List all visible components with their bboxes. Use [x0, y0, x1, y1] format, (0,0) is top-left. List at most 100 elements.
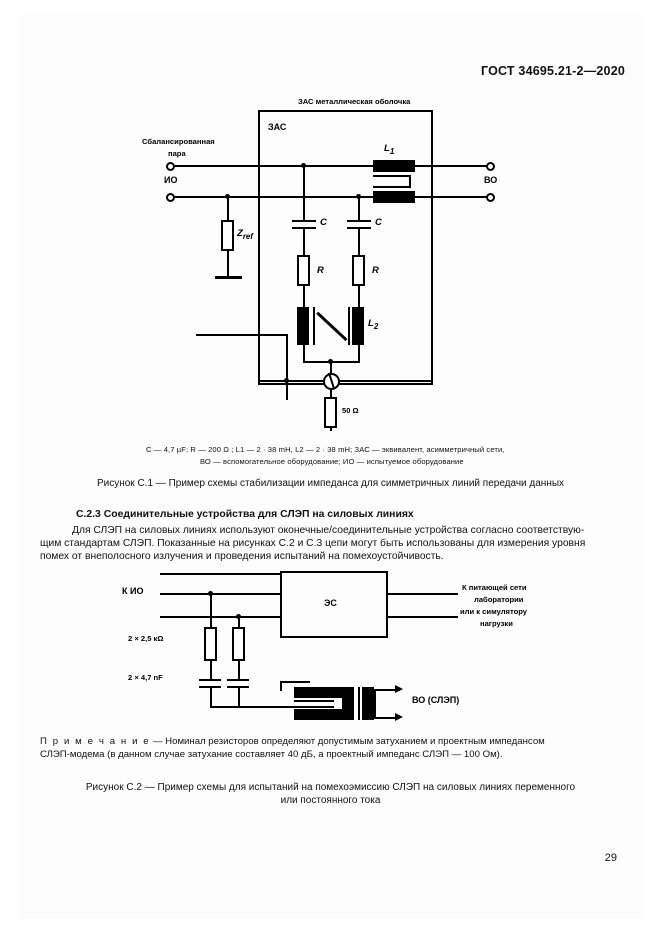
- wire-ground-stem-left: [286, 380, 288, 400]
- mains-label-line4: нагрузки: [480, 619, 513, 628]
- note-line1: — Номинал резисторов определяют допустим…: [150, 736, 545, 747]
- capacitor-values-label: 2 × 4,7 nF: [128, 673, 163, 682]
- mains-label-line2: лаборатории: [474, 595, 524, 604]
- ase-inner-label: ЗАС: [268, 122, 287, 132]
- wire-right-line-bottom: [388, 616, 458, 618]
- inductor-l1-top-core: [373, 160, 415, 172]
- figure-c1-legend-line1: C — 4,7 µF; R — 200 Ω ; L1 — 2 · 38 mH, …: [146, 445, 505, 454]
- wire-cap-right-below: [358, 227, 360, 255]
- inductor-l1-label-sub: 1: [389, 146, 395, 156]
- coupling-left-riser: [280, 681, 282, 691]
- coupling-left-arm: [280, 681, 310, 683]
- transformer-gap-line: [358, 687, 360, 720]
- wire-rc-left-bottom: [210, 686, 212, 708]
- wire-left-line-mid: [160, 593, 282, 595]
- wire-cap-left-below: [303, 227, 305, 255]
- zref-label-sub: ref: [242, 231, 253, 241]
- coupling-winding-bottom: [294, 706, 334, 708]
- balanced-pair-label-line1: Сбалансированная: [142, 137, 215, 146]
- transformer-core-right: [362, 687, 374, 720]
- resistor-left: [297, 255, 310, 286]
- wire-coupling-rail: [210, 706, 294, 708]
- es-box-label: ЭС: [324, 598, 337, 608]
- zref-label-text: Z: [237, 228, 243, 239]
- eut-left-label: ИО: [164, 175, 178, 185]
- mains-label-line3: или к симулятору: [460, 607, 527, 616]
- inductor-l2-label: L2: [368, 318, 378, 331]
- zref-label: Zref: [237, 228, 253, 241]
- resistor-right-label: R: [372, 265, 379, 276]
- inductor-l1-coupling-bottom: [373, 186, 411, 188]
- inductor-l2-label-sub: 2: [373, 321, 379, 331]
- wire-plc-out-link: [374, 689, 376, 719]
- figure-c2-note: П р и м е ч а н и е — Номинал резисторов…: [40, 736, 622, 748]
- wire-tap-right-vertical: [358, 196, 360, 220]
- shield-enclosure-box: [258, 110, 433, 385]
- wire-res-left-below: [303, 286, 305, 307]
- figure-c1-legend-line2: ВО — вспомогательное оборудование; ИО — …: [200, 457, 464, 466]
- page-number: 29: [604, 852, 617, 864]
- wire-rc-left-drop: [210, 593, 212, 627]
- to-eut-label: К ИО: [122, 586, 144, 596]
- coupling-core-top: [294, 687, 342, 698]
- capacitor-right-plate-top: [347, 220, 371, 222]
- wire-ground-stem-left-riser: [286, 334, 288, 381]
- shield-enclosure-label: ЗАС металлическая оболочка: [298, 97, 411, 106]
- aux-right-label: ВО: [484, 175, 498, 185]
- figure-c1-caption: Рисунок С.1 — Пример схемы стабилизации …: [96, 478, 565, 489]
- inductor-l2-right-core: [352, 307, 364, 345]
- transformer-core-left: [342, 687, 354, 720]
- inductor-l2-winding-left: [313, 307, 315, 345]
- page-content-area: ГОСТ 34695.21-2—2020 ЗАС металлическая о…: [18, 14, 643, 919]
- mains-label-line1: К питающей сети: [462, 583, 527, 592]
- wire-zref-bottom: [227, 251, 229, 277]
- figure-c2-note-line2: СЛЭП-модема (в данном случае затухание с…: [40, 749, 503, 760]
- inductor-l2-winding-right: [348, 307, 350, 345]
- resistor-50ohm: [324, 397, 337, 428]
- terminal-eut-top: [166, 162, 175, 171]
- capacitor-left-label: C: [320, 217, 327, 228]
- wire-top-right: [415, 165, 488, 167]
- wire-res-right-below: [358, 286, 360, 307]
- wire-ground-stem-left-arm: [196, 334, 288, 336]
- wire-tap-left-vertical: [303, 165, 305, 220]
- figure-c1-schematic: ЗАС металлическая оболочка ЗАС Сбалансир…: [18, 84, 643, 431]
- note-label: П р и м е ч а н и е: [40, 736, 151, 747]
- terminal-eut-bottom: [166, 193, 175, 202]
- wire-enclosure-bottom-rail: [258, 380, 324, 382]
- capacitor-right-label: C: [375, 217, 382, 228]
- wire-rc-right-bottom: [238, 686, 240, 708]
- document-header-standard-number: ГОСТ 34695.21-2—2020: [480, 64, 625, 78]
- section-heading-c23: C.2.3 Соединительные устройства для СЛЭП…: [76, 509, 414, 520]
- arrow-plc-out-bottom: [395, 713, 403, 721]
- inductor-l2-left-core: [297, 307, 309, 345]
- wire-50ohm-top: [330, 389, 332, 397]
- wire-l2-left-down: [303, 345, 305, 363]
- capacitor-left-plate-top: [292, 220, 316, 222]
- wire-plc-out-top: [374, 689, 396, 691]
- wire-right-line-top: [388, 593, 458, 595]
- balanced-pair-label-line2: пара: [168, 149, 186, 158]
- inductor-l1-coupling-top: [373, 175, 411, 177]
- wire-zref-top: [227, 196, 229, 220]
- resistor-zref: [221, 220, 234, 251]
- wire-rc-right-drop: [238, 616, 240, 627]
- resistor-left-c2: [204, 627, 217, 661]
- resistor-right-c2: [232, 627, 245, 661]
- capacitor-right-plate-top-c2: [227, 679, 249, 681]
- load-50ohm-label: 50 Ω: [342, 406, 359, 415]
- inductor-l1-coupling-link: [409, 175, 411, 188]
- es-box: [280, 571, 388, 638]
- resistor-left-label: R: [317, 265, 324, 276]
- figure-c2-caption-line2: или постоянного тока: [280, 795, 381, 806]
- wire-rc-left-mid: [210, 661, 212, 679]
- figure-c2-caption-line1: Рисунок С.2 — Пример схемы для испытаний…: [85, 782, 576, 793]
- wire-50ohm-bottom: [330, 428, 332, 431]
- wire-top-left: [175, 165, 373, 167]
- resistor-values-label: 2 × 2,5 кΩ: [128, 634, 164, 643]
- capacitor-left-plate-top-c2: [199, 679, 221, 681]
- aux-plc-label: ВО (СЛЭП): [412, 695, 460, 705]
- figure-c2-schematic: ЭС К ИО К питающей сети лаборатории или …: [18, 569, 643, 729]
- wire-bottom-left: [175, 196, 373, 198]
